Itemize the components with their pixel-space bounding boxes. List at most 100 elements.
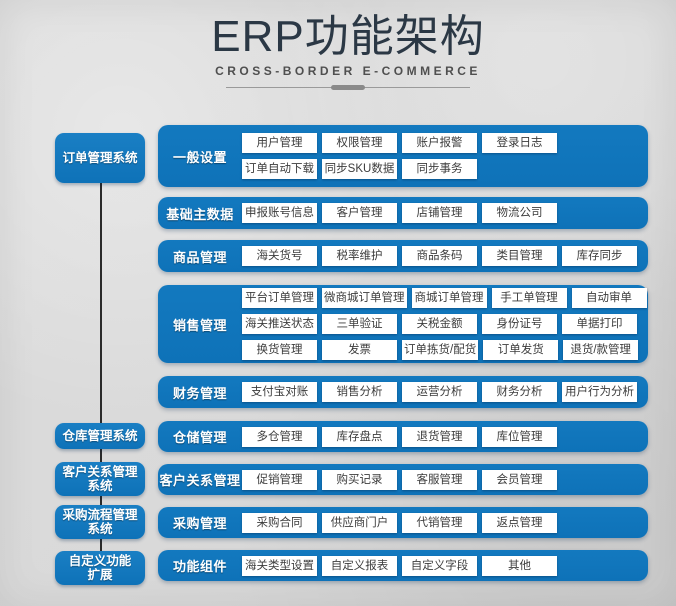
sidebar-item-label: 系统 bbox=[87, 522, 113, 536]
panel-button-rows: 支付宝对账销售分析运营分析财务分析用户行为分析 bbox=[242, 382, 648, 402]
module-panel: 一般设置用户管理权限管理账户报警登录日志订单自动下载同步SKU数据同步事务 bbox=[158, 125, 648, 187]
module-button[interactable]: 换货管理 bbox=[242, 340, 317, 360]
panel-button-row: 促销管理购买记录客服管理会员管理 bbox=[242, 469, 648, 490]
module-button[interactable]: 店铺管理 bbox=[402, 203, 477, 223]
panel-button-row: 海关货号税率维护商品条码类目管理库存同步 bbox=[242, 246, 648, 266]
panel-label: 销售管理 bbox=[172, 317, 227, 333]
module-button[interactable]: 物流公司 bbox=[482, 203, 557, 223]
module-button[interactable]: 商城订单管理 bbox=[411, 288, 487, 308]
module-button[interactable]: 类目管理 bbox=[482, 246, 557, 266]
panel-label: 功能组件 bbox=[172, 559, 227, 574]
module-button[interactable]: 海关推送状态 bbox=[242, 314, 317, 334]
module-button[interactable]: 订单拣货/配货 bbox=[402, 340, 479, 360]
module-button[interactable]: 发票 bbox=[322, 340, 397, 360]
panel-button-row: 订单自动下载同步SKU数据同步事务 bbox=[242, 159, 648, 179]
module-button[interactable]: 税率维护 bbox=[322, 246, 397, 266]
module-panel: 销售管理平台订单管理微商城订单管理商城订单管理手工单管理自动审单海关推送状态三单… bbox=[158, 285, 648, 363]
module-button[interactable]: 登录日志 bbox=[482, 133, 557, 153]
panel-label: 商品管理 bbox=[172, 249, 227, 265]
panel-button-row: 申报账号信息客户管理店铺管理物流公司 bbox=[242, 203, 648, 223]
panel-label: 客户关系管理 bbox=[159, 473, 241, 488]
panel-button-rows: 海关类型设置自定义报表自定义字段其他 bbox=[242, 555, 648, 576]
module-button[interactable]: 用户管理 bbox=[242, 133, 317, 153]
sidebar-item[interactable]: 采购流程管理系统 bbox=[55, 505, 145, 539]
module-button[interactable]: 库位管理 bbox=[482, 426, 557, 447]
module-button[interactable]: 手工单管理 bbox=[491, 288, 567, 308]
module-button[interactable]: 海关货号 bbox=[242, 246, 317, 266]
module-panel: 财务管理支付宝对账销售分析运营分析财务分析用户行为分析 bbox=[158, 376, 648, 408]
sidebar-connector-line bbox=[100, 183, 102, 552]
panel-button-rows: 平台订单管理微商城订单管理商城订单管理手工单管理自动审单海关推送状态三单验证关税… bbox=[242, 288, 648, 360]
panel-button-rows: 采购合同供应商门户代销管理返点管理 bbox=[242, 512, 648, 533]
panel-button-rows: 海关货号税率维护商品条码类目管理库存同步 bbox=[242, 246, 648, 266]
module-button[interactable]: 身份证号 bbox=[482, 314, 557, 334]
module-button[interactable]: 海关类型设置 bbox=[242, 555, 317, 576]
module-button[interactable]: 支付宝对账 bbox=[242, 382, 317, 402]
sidebar-item-label: 仓库管理系统 bbox=[62, 428, 138, 443]
module-button[interactable]: 账户报警 bbox=[402, 133, 477, 153]
module-button[interactable]: 同步事务 bbox=[402, 159, 477, 179]
module-button[interactable]: 退货/款管理 bbox=[563, 340, 639, 360]
module-button[interactable]: 其他 bbox=[482, 555, 557, 576]
sidebar-item-label: 扩展 bbox=[87, 568, 113, 582]
module-button[interactable]: 同步SKU数据 bbox=[322, 159, 397, 179]
sidebar-item[interactable]: 客户关系管理系统 bbox=[55, 462, 145, 496]
panel-button-rows: 用户管理权限管理账户报警登录日志订单自动下载同步SKU数据同步事务 bbox=[242, 133, 648, 179]
panel-button-rows: 申报账号信息客户管理店铺管理物流公司 bbox=[242, 203, 648, 223]
panel-button-row: 用户管理权限管理账户报警登录日志 bbox=[242, 133, 648, 153]
sidebar-item-label: 订单管理系统 bbox=[62, 150, 138, 165]
panel-label: 一般设置 bbox=[172, 149, 227, 165]
sidebar-item-label: 采购流程管理 bbox=[62, 507, 138, 522]
module-button[interactable]: 客户管理 bbox=[322, 203, 397, 223]
module-button[interactable]: 自动审单 bbox=[571, 288, 647, 308]
module-button[interactable]: 平台订单管理 bbox=[242, 288, 317, 308]
panel-button-row: 海关推送状态三单验证关税金额身份证号单据打印 bbox=[242, 314, 648, 334]
module-button[interactable]: 申报账号信息 bbox=[242, 203, 317, 223]
sidebar-item-label: 客户关系管理 bbox=[62, 464, 138, 479]
module-button[interactable]: 微商城订单管理 bbox=[322, 288, 407, 308]
panel-button-row: 支付宝对账销售分析运营分析财务分析用户行为分析 bbox=[242, 382, 648, 402]
module-button[interactable]: 采购合同 bbox=[242, 512, 317, 533]
sidebar-item-label: 自定义功能 bbox=[68, 553, 132, 568]
module-button[interactable]: 供应商门户 bbox=[322, 512, 397, 533]
module-button[interactable]: 库存同步 bbox=[562, 246, 637, 266]
module-button[interactable]: 单据打印 bbox=[562, 314, 637, 334]
panel-button-row: 换货管理发票订单拣货/配货订单发货退货/款管理 bbox=[242, 340, 648, 360]
module-button[interactable]: 客服管理 bbox=[402, 469, 477, 490]
module-panel: 采购管理采购合同供应商门户代销管理返点管理 bbox=[158, 507, 648, 538]
module-button[interactable]: 返点管理 bbox=[482, 512, 557, 533]
module-button[interactable]: 销售分析 bbox=[322, 382, 397, 402]
module-button[interactable]: 库存盘点 bbox=[322, 426, 397, 447]
sidebar-item[interactable]: 仓库管理系统 bbox=[55, 423, 145, 449]
module-button[interactable]: 购买记录 bbox=[322, 469, 397, 490]
sidebar-item[interactable]: 订单管理系统 bbox=[55, 133, 145, 183]
module-button[interactable]: 多仓管理 bbox=[242, 426, 317, 447]
module-button[interactable]: 促销管理 bbox=[242, 469, 317, 490]
module-button[interactable]: 订单自动下载 bbox=[242, 159, 317, 179]
module-panel: 功能组件海关类型设置自定义报表自定义字段其他 bbox=[158, 550, 648, 581]
page-subtitle: CROSS-BORDER E-COMMERCE bbox=[215, 63, 481, 78]
module-panel: 基础主数据申报账号信息客户管理店铺管理物流公司 bbox=[158, 197, 648, 229]
sidebar-item[interactable]: 自定义功能扩展 bbox=[55, 551, 145, 585]
module-button[interactable]: 用户行为分析 bbox=[562, 382, 637, 402]
panel-button-rows: 多仓管理库存盘点退货管理库位管理 bbox=[242, 426, 648, 447]
module-button[interactable]: 运营分析 bbox=[402, 382, 477, 402]
module-button[interactable]: 自定义报表 bbox=[322, 555, 397, 576]
panel-button-row: 多仓管理库存盘点退货管理库位管理 bbox=[242, 426, 648, 447]
panel-label: 基础主数据 bbox=[166, 206, 234, 222]
panel-label: 采购管理 bbox=[172, 516, 227, 531]
title-divider bbox=[226, 84, 470, 90]
module-button[interactable]: 三单验证 bbox=[322, 314, 397, 334]
panel-button-row: 平台订单管理微商城订单管理商城订单管理手工单管理自动审单 bbox=[242, 288, 648, 308]
module-button[interactable]: 权限管理 bbox=[322, 133, 397, 153]
module-button[interactable]: 退货管理 bbox=[402, 426, 477, 447]
module-button[interactable]: 关税金额 bbox=[402, 314, 477, 334]
module-button[interactable]: 订单发货 bbox=[483, 340, 559, 360]
module-button[interactable]: 代销管理 bbox=[402, 512, 477, 533]
module-button[interactable]: 会员管理 bbox=[482, 469, 557, 490]
module-button[interactable]: 自定义字段 bbox=[402, 555, 477, 576]
sidebar-item-label: 系统 bbox=[87, 479, 113, 493]
module-button[interactable]: 财务分析 bbox=[482, 382, 557, 402]
module-button[interactable]: 商品条码 bbox=[402, 246, 477, 266]
